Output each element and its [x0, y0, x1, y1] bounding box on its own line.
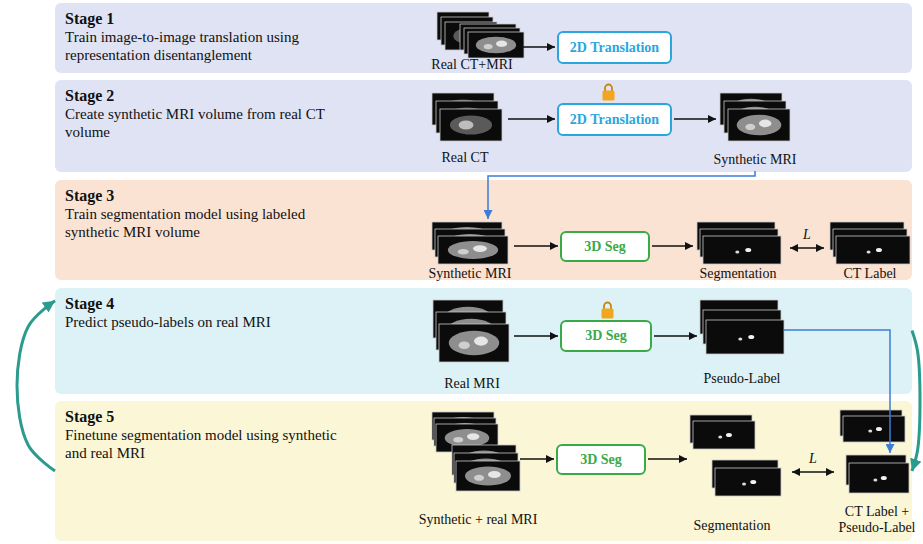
data-arrow	[488, 171, 755, 219]
image-stack	[697, 222, 781, 264]
lock-icon	[602, 303, 614, 319]
loss-symbol: L	[803, 451, 823, 467]
model-name: 3D Seg	[585, 328, 627, 344]
model-name: 2D Translation	[570, 112, 659, 128]
image-label: Real CT+MRI	[407, 57, 537, 73]
image-label: CT Label	[825, 266, 915, 282]
data-arrows	[488, 171, 890, 453]
image-label: CT Label + Pseudo-Label	[833, 504, 921, 536]
stage-description: Predict pseudo-labels on real MRI	[65, 313, 357, 331]
stage-heading: Stage 3	[65, 186, 357, 205]
loss-arrow	[790, 247, 824, 249]
image-label: Synthetic + real MRI	[393, 512, 563, 528]
stage-heading: Stage 1	[65, 9, 357, 28]
image-stack	[452, 445, 520, 491]
stage-description: Train image-to-image translation using r…	[65, 28, 357, 64]
image-stack	[712, 460, 781, 496]
image-stack	[460, 24, 524, 58]
image-stack	[840, 410, 905, 442]
image-stack	[433, 300, 509, 362]
model-box: 3D Seg	[556, 444, 646, 475]
stage-text: Stage 2Create synthetic MRI volume from …	[65, 86, 357, 141]
stage-text: Stage 4Predict pseudo-labels on real MRI	[65, 294, 357, 331]
model-name: 2D Translation	[570, 40, 659, 56]
image-stack	[700, 300, 784, 354]
stage-heading: Stage 4	[65, 294, 357, 313]
flow-arrow	[508, 118, 555, 120]
loss-symbol: L	[797, 227, 817, 243]
flow-arrow	[654, 335, 697, 337]
cycle-arrow	[912, 330, 920, 471]
cycle-arrow	[17, 301, 55, 471]
image-label: Synthetic MRI	[410, 266, 530, 282]
model-box: 2D Translation	[557, 31, 672, 64]
lock-icon	[603, 85, 615, 101]
flow-arrow	[514, 245, 558, 247]
image-stack	[720, 93, 790, 141]
image-label: Real MRI	[412, 376, 532, 392]
model-box: 3D Seg	[560, 320, 652, 352]
stage-text: Stage 5Finetune segmentation model using…	[65, 407, 357, 462]
image-label: Segmentation	[678, 266, 798, 282]
flow-arrows	[508, 47, 834, 472]
flow-arrow	[674, 118, 716, 120]
stage-description: Finetune segmentation model using synthe…	[65, 426, 357, 462]
image-label: Real CT	[405, 150, 525, 166]
stage-heading: Stage 2	[65, 86, 357, 105]
flow-arrow	[652, 245, 693, 247]
model-name: 3D Seg	[580, 452, 622, 468]
image-stack	[432, 222, 508, 264]
image-label: Synthetic MRI	[695, 152, 815, 168]
image-label: Segmentation	[672, 518, 792, 534]
loss-arrow	[792, 471, 834, 473]
stage-heading: Stage 5	[65, 407, 357, 426]
image-label: Pseudo-Label	[682, 371, 802, 387]
image-stack	[690, 415, 755, 449]
flow-arrow	[514, 335, 558, 337]
stage-text: Stage 3Train segmentation model using la…	[65, 186, 357, 241]
model-box: 2D Translation	[557, 103, 672, 136]
model-box: 3D Seg	[560, 231, 650, 262]
stage-text: Stage 1Train image-to-image translation …	[65, 9, 357, 64]
image-stack	[432, 93, 502, 141]
image-stack	[846, 455, 909, 493]
data-arrow	[784, 330, 890, 453]
flow-arrow	[648, 458, 687, 460]
model-name: 3D Seg	[584, 239, 626, 255]
flow-arrow	[520, 46, 555, 48]
image-stack	[830, 222, 910, 264]
stage-description: Create synthetic MRI volume from real CT…	[65, 105, 357, 141]
stage-description: Train segmentation model using labeled s…	[65, 205, 357, 241]
image-stacks	[432, 12, 910, 496]
flow-arrow	[520, 458, 554, 460]
